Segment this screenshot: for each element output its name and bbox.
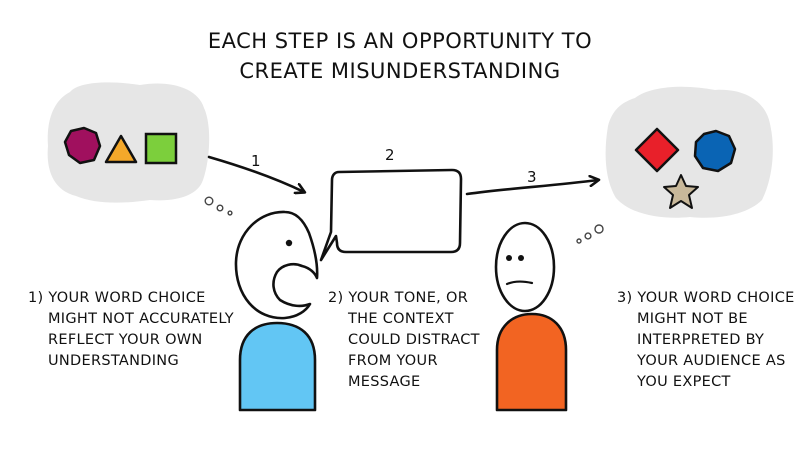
listener-figure xyxy=(494,221,568,412)
caption-line: THE CONTEXT xyxy=(348,311,454,327)
star-icon xyxy=(663,174,699,209)
caption-line: YOUR AUDIENCE AS xyxy=(637,353,786,369)
caption-number: 3) xyxy=(617,290,633,306)
step-3-number: 3 xyxy=(527,168,537,186)
step-1-arrow: 1 xyxy=(207,152,304,192)
caption-line: REFLECT YOUR OWN xyxy=(48,332,203,348)
caption-line: UNDERSTANDING xyxy=(48,353,179,369)
caption-line: 3) YOUR WORD CHOICE xyxy=(617,290,795,306)
caption-line: YOU EXPECT xyxy=(637,374,731,390)
speaker-head xyxy=(234,210,319,320)
caption-step-2: 2) YOUR TONE, OR THE CONTEXT COULD DISTR… xyxy=(328,288,480,393)
diamond-icon xyxy=(634,127,680,173)
receiver-thought-cloud xyxy=(576,86,773,244)
thought-cloud-shape xyxy=(605,86,773,218)
thought-cloud-shape xyxy=(47,82,210,203)
square-icon xyxy=(144,132,178,165)
speaker-body xyxy=(238,321,317,412)
caption-line: COULD DISTRACT xyxy=(348,332,480,348)
caption-line: MIGHT NOT ACCURATELY xyxy=(48,311,234,327)
hexagon-icon xyxy=(63,126,102,165)
listener-mouth xyxy=(505,280,534,286)
caption-line: INTERPRETED BY xyxy=(637,332,765,348)
step-2-number: 2 xyxy=(385,146,395,164)
listener-eye-left xyxy=(506,255,512,261)
caption-line: 1) YOUR WORD CHOICE xyxy=(28,290,206,306)
listener-eye-right xyxy=(518,255,524,261)
thought-bubble-dots-right xyxy=(576,224,604,244)
triangle-icon xyxy=(104,134,138,164)
title-line-1: EACH STEP IS AN OPPORTUNITY TO xyxy=(207,29,593,53)
caption-line: MIGHT NOT BE xyxy=(637,311,748,327)
sender-thought-cloud xyxy=(47,82,233,216)
caption-step-3: 3) YOUR WORD CHOICE MIGHT NOT BE INTERPR… xyxy=(617,288,795,393)
listener-body xyxy=(495,312,568,412)
speech-bubble xyxy=(319,168,463,262)
caption-line: FROM YOUR xyxy=(348,353,438,369)
listener-head xyxy=(494,221,556,313)
caption-number: 2) xyxy=(328,290,344,306)
diagram-title: EACH STEP IS AN OPPORTUNITY TO CREATE MI… xyxy=(150,26,650,86)
speaker-eye xyxy=(285,239,293,247)
step-3-arrow: 3 xyxy=(465,168,598,196)
caption-step-1: 1) YOUR WORD CHOICE MIGHT NOT ACCURATELY… xyxy=(28,288,234,372)
thought-bubble-dots-left xyxy=(204,196,233,216)
caption-line: 2) YOUR TONE, OR xyxy=(328,290,469,306)
title-line-2: CREATE MISUNDERSTANDING xyxy=(239,59,561,83)
caption-number: 1) xyxy=(28,290,44,306)
circle-icon xyxy=(693,129,737,173)
caption-line: MESSAGE xyxy=(348,374,421,390)
step-1-number: 1 xyxy=(251,152,261,170)
speaker-figure xyxy=(234,210,319,412)
